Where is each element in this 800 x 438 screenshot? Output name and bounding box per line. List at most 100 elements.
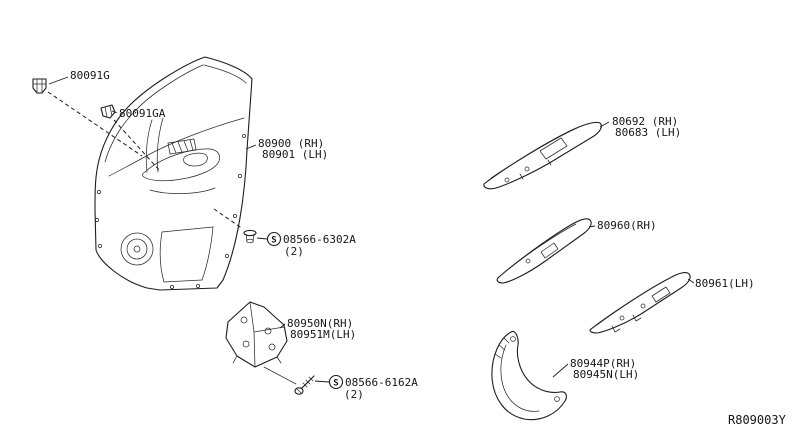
clip-hole bbox=[97, 190, 101, 194]
leader-line-screw2 bbox=[314, 380, 330, 383]
screw-thread bbox=[305, 379, 311, 385]
switch-finisher-lh-cutout bbox=[651, 286, 671, 303]
hatched-bracket-detail bbox=[167, 138, 197, 155]
switch-plate-line bbox=[149, 187, 216, 194]
dashed-leader-clip2 bbox=[113, 119, 161, 172]
part-label-pull-handle-rh: 80944P(RH) bbox=[570, 357, 636, 370]
clip-hole bbox=[95, 218, 99, 222]
pull-handle-hatch bbox=[494, 353, 502, 359]
switch-finisher-rh-cutout bbox=[540, 242, 559, 259]
door-top-inner-line bbox=[203, 64, 247, 84]
switch-finisher-rh-inner-line bbox=[504, 223, 577, 273]
door-frame-inner-line bbox=[104, 64, 204, 163]
upper-finisher-tab bbox=[519, 173, 524, 180]
door-handle-cup bbox=[183, 152, 208, 167]
pocket-top-line bbox=[161, 226, 214, 233]
screw-symbol-6302: S bbox=[266, 231, 282, 247]
leader-line-bracket bbox=[279, 323, 286, 329]
screw-symbol-letter: S bbox=[333, 379, 338, 389]
part-label-switch-finisher-lh: 80961(LH) bbox=[695, 277, 755, 290]
part-label-screw1-number: 08566-6302A bbox=[283, 233, 356, 246]
upper-finisher-outline bbox=[483, 121, 602, 190]
speaker-outer-circle bbox=[120, 232, 154, 266]
switch-finisher-lh-drawing bbox=[589, 272, 691, 334]
clip-hole-dots bbox=[95, 134, 246, 289]
leader-line-switch-finisher-lh bbox=[687, 278, 695, 284]
part-label-screw2-number: 08566-6162A bbox=[345, 376, 418, 389]
pocket-right-line bbox=[201, 226, 214, 281]
hatch-line bbox=[189, 139, 194, 151]
bracket-hole bbox=[240, 316, 248, 324]
pull-handle-drawing bbox=[491, 330, 567, 421]
screw-symbol-6162: S bbox=[328, 374, 344, 390]
bracket-tab bbox=[276, 356, 282, 364]
upper-finisher-tab bbox=[547, 159, 552, 166]
screw-head-slot bbox=[296, 388, 302, 394]
speaker-mid-circle bbox=[126, 238, 148, 260]
screw-head bbox=[294, 387, 304, 395]
clip-hole bbox=[233, 214, 237, 218]
armrest-outline bbox=[141, 148, 220, 182]
bracket-fold-line bbox=[249, 301, 256, 368]
bracket-outline bbox=[225, 301, 288, 368]
leader-line-pull-handle bbox=[552, 363, 569, 378]
upper-finisher-inner-line bbox=[490, 127, 578, 179]
pocket-bottom-line bbox=[163, 279, 203, 283]
diagram-code: R809003Y bbox=[728, 413, 787, 427]
clip-hole bbox=[196, 284, 200, 288]
dashed-leader-screw1 bbox=[213, 208, 244, 230]
upper-finisher-hole bbox=[524, 166, 530, 172]
grommet-head bbox=[243, 229, 257, 237]
part-label-door-rh: 80900 (RH) bbox=[258, 137, 324, 150]
clip-hole bbox=[238, 174, 242, 178]
screw-6162-drawing bbox=[294, 375, 315, 395]
grab-pillar-line bbox=[145, 119, 153, 173]
switch-finisher-rh-outline bbox=[496, 218, 592, 284]
switch-finisher-rh-hole bbox=[525, 258, 531, 264]
grommet-base bbox=[246, 238, 254, 244]
upper-finisher-drawing bbox=[483, 121, 602, 190]
dashed-leader-clip1 bbox=[47, 91, 143, 157]
grab-pillar-line bbox=[156, 117, 164, 173]
part-label-screw2-qty: (2) bbox=[344, 388, 364, 401]
bracket-hole bbox=[264, 327, 272, 335]
clip-body bbox=[100, 104, 116, 119]
pull-handle-hatch bbox=[498, 344, 506, 351]
clip-body bbox=[32, 78, 47, 94]
clip-hole bbox=[170, 285, 174, 289]
part-label-screw1-qty: (2) bbox=[284, 245, 304, 258]
bracket-drawing bbox=[225, 301, 288, 368]
pull-handle-outline bbox=[491, 330, 567, 421]
switch-finisher-lh-hole bbox=[640, 303, 646, 309]
leader-line-clip2 bbox=[111, 110, 118, 114]
bracket-tab bbox=[232, 355, 238, 364]
part-label-bracket-rh: 80950N(RH) bbox=[287, 317, 353, 330]
hatch-line bbox=[171, 142, 177, 154]
upper-finisher-cutout bbox=[539, 137, 568, 160]
part-label-clip2: 80091GA bbox=[119, 107, 166, 120]
clip-hole bbox=[225, 254, 229, 258]
leader-line-upper-finisher bbox=[599, 121, 610, 128]
screw-symbol-circle bbox=[328, 374, 344, 390]
hatch-line bbox=[177, 141, 183, 153]
clip-detail-line bbox=[104, 106, 108, 118]
switch-finisher-lh-clip-tab bbox=[632, 314, 642, 322]
bracket-hole bbox=[268, 343, 276, 351]
clip-80091ga-drawing bbox=[100, 104, 116, 119]
screw-symbol-circle bbox=[266, 231, 282, 247]
screw-symbol-letter: S bbox=[271, 236, 276, 246]
pocket-left-line bbox=[159, 231, 165, 283]
pull-handle-boss bbox=[554, 396, 560, 402]
clip-detail-line bbox=[109, 105, 113, 117]
leader-line-screw1 bbox=[256, 237, 268, 240]
door-outline bbox=[94, 56, 253, 291]
pull-handle-hatch bbox=[503, 337, 510, 344]
screw-thread bbox=[302, 382, 308, 388]
screw-6302-drawing bbox=[243, 229, 257, 244]
bracket-fold-line bbox=[253, 326, 285, 333]
part-label-door-lh: 80901 (LH) bbox=[262, 148, 328, 161]
clip-80091g-drawing bbox=[32, 78, 47, 94]
pull-handle-inner-line bbox=[500, 344, 540, 412]
bracket-screw-link-line bbox=[263, 366, 297, 385]
